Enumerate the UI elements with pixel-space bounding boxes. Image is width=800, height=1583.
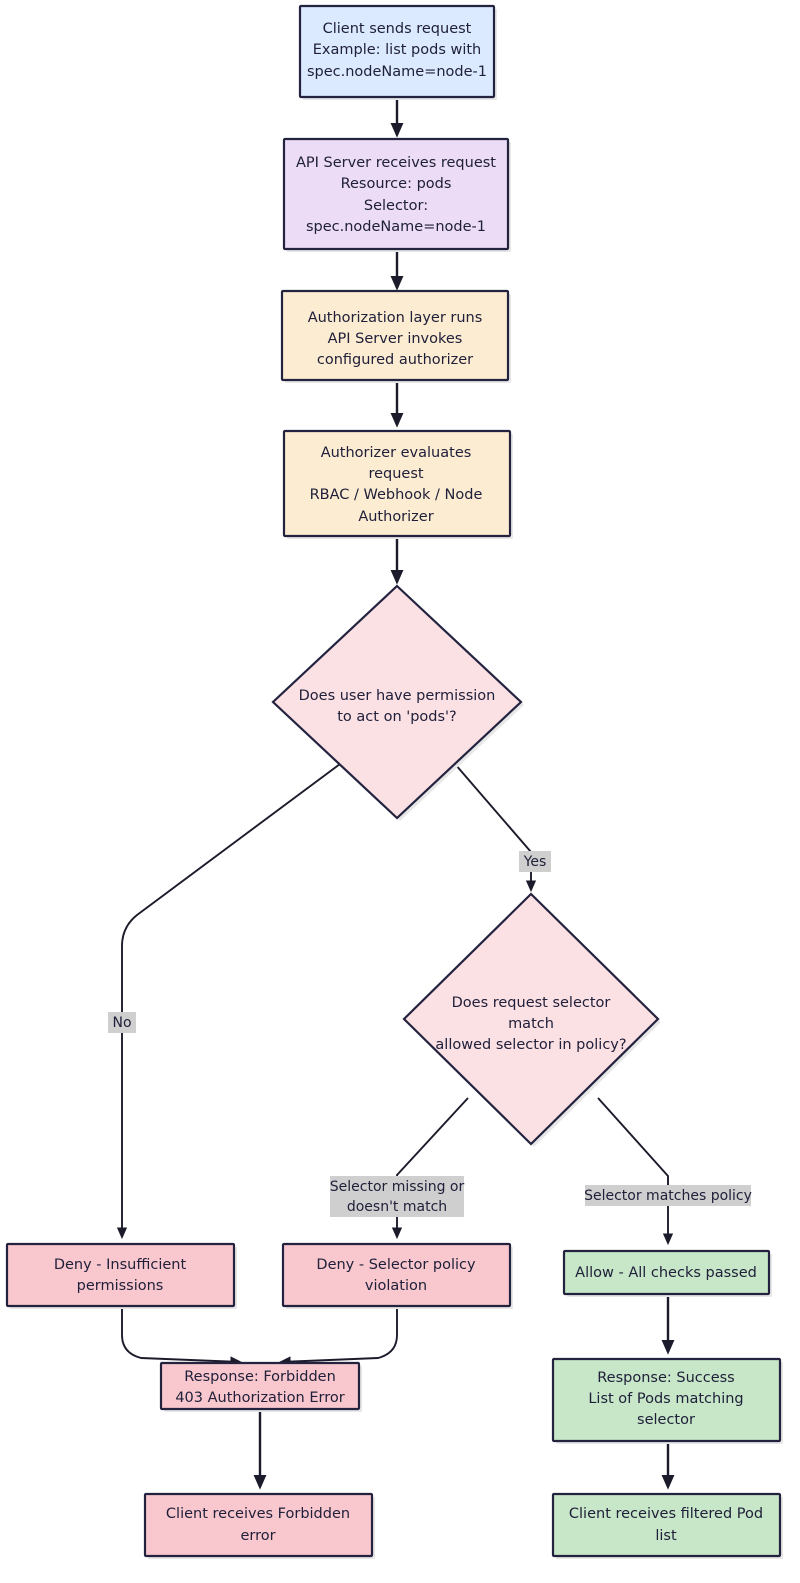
node-authorization-layer-line-1: API Server invokes [328,331,463,347]
node-deny-selector-policy-line-1: violation [365,1278,427,1294]
node-permission-decision[interactable]: Does user have permission to act on 'pod… [271,584,524,821]
node-api-server-receives-line-3: spec.nodeName=node-1 [306,219,486,235]
node-authorization-layer[interactable]: Authorization layer runs API Server invo… [280,289,511,383]
node-selector-decision[interactable]: Does request selector match allowed sele… [402,892,661,1147]
node-deny-insufficient-line-1: permissions [77,1278,164,1294]
node-api-server-receives-line-2: Selector: [364,198,428,214]
edge-permission-no [116,763,341,1240]
node-client-forbidden[interactable]: Client receives Forbidden error [143,1492,375,1559]
node-allow-all-checks[interactable]: Allow - All checks passed [562,1249,772,1297]
edge-label-selector-missing-line-1: doesn't match [347,1199,447,1215]
edge-label-selector-missing: Selector missing or doesn't match [330,1176,465,1217]
node-authorization-layer-line-2: configured authorizer [317,352,473,368]
node-authorization-layer-line-0: Authorization layer runs [308,310,483,326]
node-response-forbidden-line-0: Response: Forbidden [184,1369,336,1385]
node-response-success-line-0: Response: Success [597,1370,735,1386]
node-authorizer-evaluates-line-1: request [368,466,423,482]
node-response-success-line-1: List of Pods matching [588,1391,743,1407]
node-api-server-receives[interactable]: API Server receives request Resource: po… [282,137,511,252]
node-client-filtered-list-line-0: Client receives filtered Pod [569,1506,763,1522]
node-authorizer-evaluates-line-3: Authorizer [358,509,433,525]
node-client-request-line-0: Client sends request [323,21,472,37]
node-selector-decision-line-2: allowed selector in policy? [435,1037,626,1053]
node-client-filtered-list-line-1: list [655,1528,677,1544]
edge-selector-matches [597,1097,674,1246]
edge-label-no: No [108,1012,136,1033]
edge-denyinsufficient-to-forbidden [121,1303,243,1367]
node-client-request-line-2: spec.nodeName=node-1 [307,64,487,80]
node-selector-decision-line-0: Does request selector [452,995,611,1011]
node-response-forbidden[interactable]: Response: Forbidden 403 Authorization Er… [159,1361,362,1412]
edge-label-selector-missing-line-0: Selector missing or [330,1179,465,1195]
node-authorizer-evaluates-line-0: Authorizer evaluates [321,445,472,461]
edge-label-selector-matches: Selector matches policy [584,1185,752,1206]
node-deny-insufficient-line-0: Deny - Insufficient [54,1257,187,1273]
node-permission-decision-line-1: to act on 'pods'? [337,709,457,725]
edge-label-selector-matches-text: Selector matches policy [584,1188,752,1204]
edge-label-yes: Yes [519,851,551,872]
node-authorizer-evaluates-line-2: RBAC / Webhook / Node [310,487,483,503]
node-response-success-line-2: selector [637,1412,695,1428]
edge-label-yes-text: Yes [523,854,547,870]
node-client-forbidden-line-1: error [240,1528,275,1544]
node-deny-selector-policy[interactable]: Deny - Selector policy violation [281,1242,513,1309]
node-deny-insufficient[interactable]: Deny - Insufficient permissions [5,1242,237,1309]
node-client-forbidden-line-0: Client receives Forbidden [166,1506,350,1522]
node-deny-selector-policy-line-0: Deny - Selector policy [316,1257,476,1273]
node-api-server-receives-line-0: API Server receives request [296,155,496,171]
node-allow-all-checks-line-0: Allow - All checks passed [575,1265,757,1281]
node-permission-decision-line-0: Does user have permission [299,688,496,704]
node-client-request-line-1: Example: list pods with [313,42,482,58]
node-response-success[interactable]: Response: Success List of Pods matching … [551,1357,783,1444]
node-authorizer-evaluates[interactable]: Authorizer evaluates request RBAC / Webh… [282,429,513,539]
node-api-server-receives-line-1: Resource: pods [341,176,452,192]
edge-label-no-text: No [112,1015,131,1031]
node-client-filtered-list[interactable]: Client receives filtered Pod list [551,1492,783,1559]
node-response-forbidden-line-1: 403 Authorization Error [175,1390,344,1406]
node-client-request[interactable]: Client sends request Example: list pods … [298,4,497,100]
edge-denyselector-to-forbidden [278,1303,398,1367]
node-selector-decision-line-1: match [508,1016,554,1032]
